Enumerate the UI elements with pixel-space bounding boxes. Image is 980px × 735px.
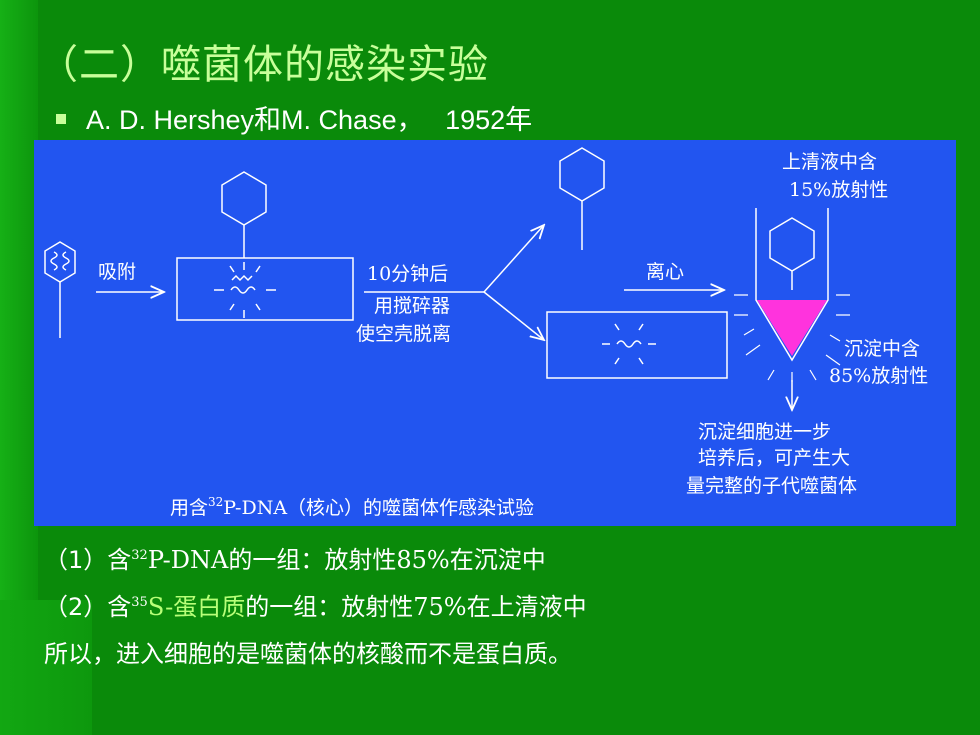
result-line-2: （2）含35S-蛋白质的一组：放射性75%在上清液中: [44, 593, 587, 621]
experiment-diagram: 吸附 10分钟后 用搅碎器 使空壳脱离 离心 上清液中含 15%放射性 沉淀中含…: [34, 140, 956, 526]
label-cells-1: 沉淀细胞进一步: [698, 421, 831, 443]
label-blender-1: 用搅碎器: [374, 295, 450, 317]
subtitle-row: A. D. Hershey和M. Chase， 1952年: [56, 98, 532, 137]
label-adsorb: 吸附: [98, 261, 136, 283]
label-pellet-1: 沉淀中含: [844, 338, 920, 360]
pellet-fill: [757, 300, 827, 356]
label-cells-3: 量完整的子代噬菌体: [686, 475, 857, 497]
bullet-icon: [56, 113, 66, 124]
slide-title: （二）噬菌体的感染实验: [38, 42, 489, 88]
phage-head-on-cell-icon: [221, 171, 267, 258]
caption-pre: 用含: [170, 497, 208, 519]
subtitle-year: 1952年: [445, 105, 533, 135]
label-blender-2: 使空壳脱离: [356, 323, 451, 345]
label-supernatant-2: 15%放射性: [789, 179, 888, 201]
figure-caption: 用含32P-DNA（核心）的噬菌体作感染试验: [170, 495, 534, 519]
label-cells-2: 培养后，可产生大: [698, 447, 850, 469]
conclusion-line: 所以，进入细胞的是噬菌体的核酸而不是蛋白质。: [44, 640, 572, 668]
background-stripe: [0, 600, 92, 735]
label-after-10min: 10分钟后: [367, 263, 448, 285]
centrifuge-tube-icon: [734, 208, 850, 382]
diagram-canvas: 吸附 10分钟后 用搅碎器 使空壳脱离 离心 上清液中含 15%放射性 沉淀中含…: [44, 147, 928, 519]
infected-cell-box: [176, 257, 354, 321]
phage-adsorbing-icon: [44, 241, 76, 338]
label-pellet-2: 85%放射性: [829, 365, 928, 387]
cell-after-blending-box: [546, 311, 728, 379]
split-down-arrow: [483, 291, 544, 340]
result-line-1: （1）含32P-DNA的一组：放射性85%在沉淀中: [44, 546, 546, 574]
label-centrifuge: 离心: [646, 261, 684, 283]
split-up-arrow: [483, 225, 544, 293]
caption-sup: 32: [208, 495, 223, 509]
subtitle-authors: A. D. Hershey和M. Chase，: [86, 105, 424, 135]
caption-post: P-DNA（核心）的噬菌体作感染试验: [223, 497, 534, 519]
empty-phage-shell-icon: [559, 147, 605, 250]
label-supernatant-1: 上清液中含: [782, 151, 877, 173]
